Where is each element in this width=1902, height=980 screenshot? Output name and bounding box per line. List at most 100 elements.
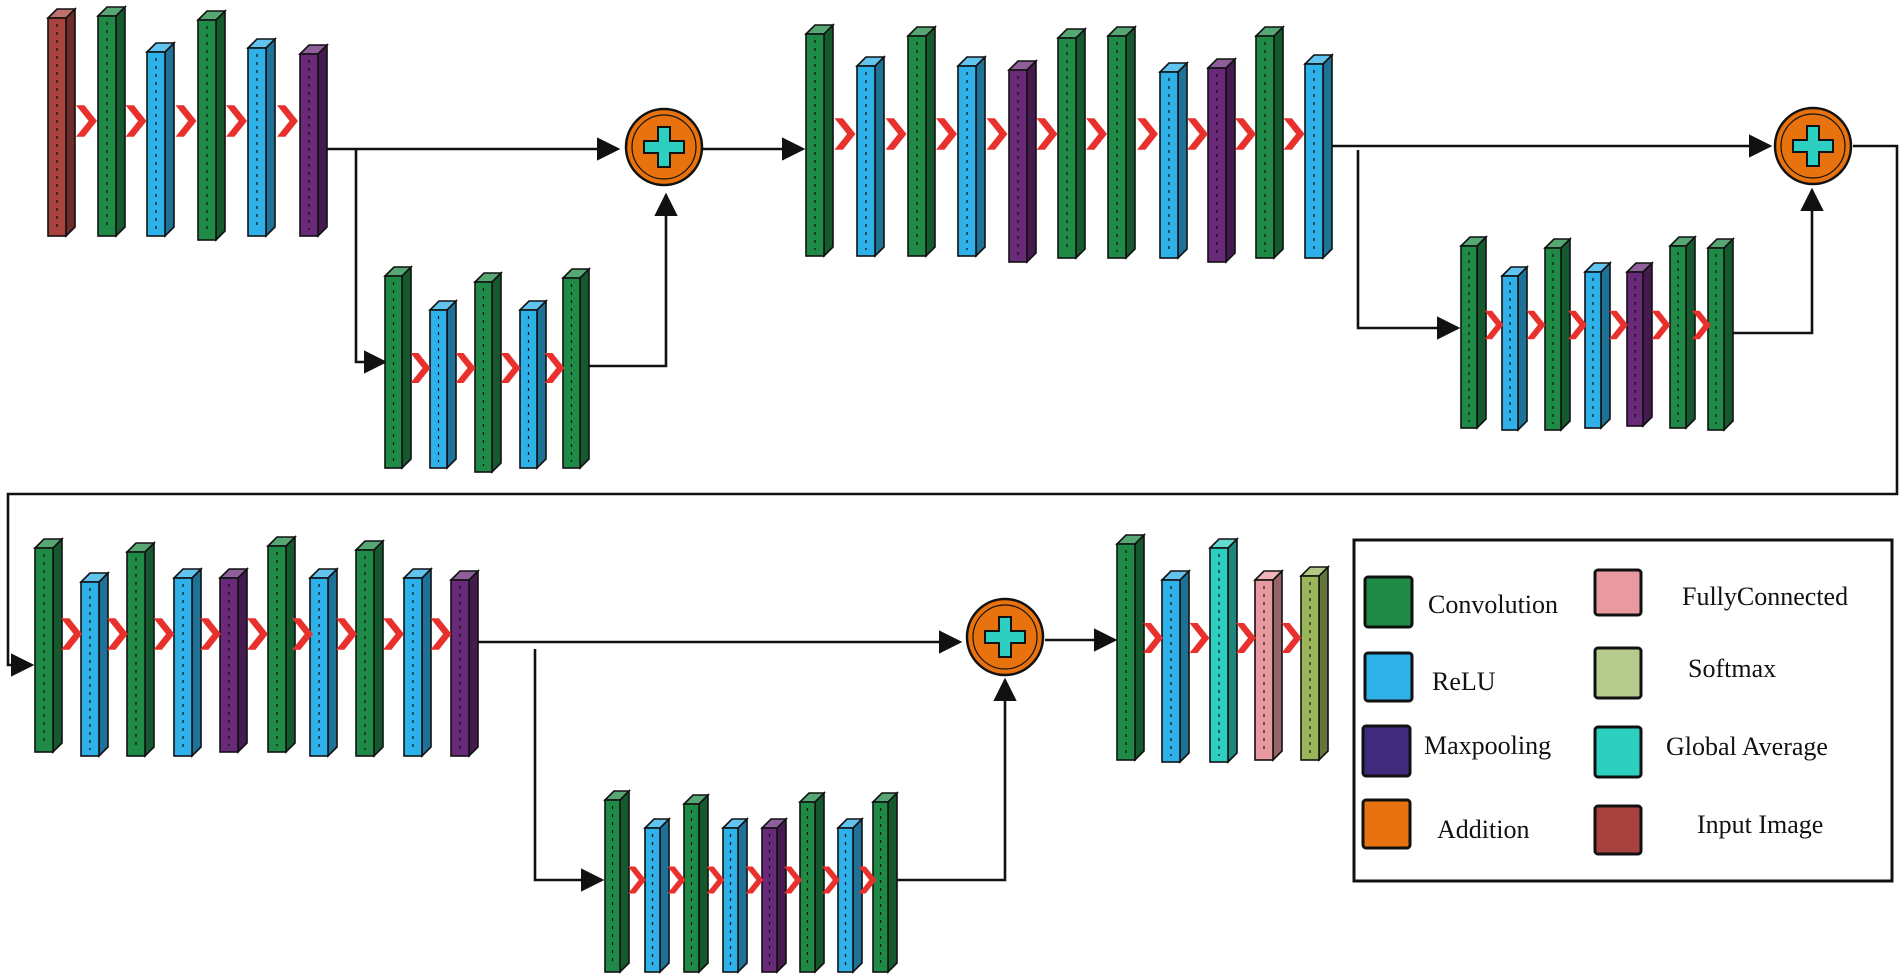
main1-layer-1-input-image-side: [65, 7, 76, 238]
chevron-right-icon: [1526, 310, 1546, 340]
output-layer-4-fully-connected-front: [1254, 579, 1274, 761]
main3-layer-8-convolution-side: [373, 539, 384, 758]
connector-skip2-to-add2: [1724, 187, 1824, 335]
skip3-layer-7-relu: [836, 817, 864, 974]
skip2-layer-2-relu-front: [1501, 275, 1519, 431]
chevron-right-icon: [1187, 118, 1208, 150]
legend-label-relu: ReLU: [1432, 667, 1496, 696]
legend-label-softmax: Softmax: [1688, 654, 1776, 683]
chevron-right-icon: [226, 105, 247, 137]
skip1-layer-4-relu: [518, 299, 548, 470]
main1-layer-5-relu-side: [265, 37, 276, 238]
chevron-right-icon: [500, 353, 521, 383]
skip1-layer-3-convolution: [473, 271, 503, 474]
skip2-layer-4-relu-side: [1600, 261, 1611, 430]
main3-layer-1-convolution: [33, 537, 64, 754]
output-layer-3-global-average-front: [1209, 547, 1229, 763]
legend-swatch-input-image: [1593, 804, 1643, 856]
main2-layer-11-relu-side: [1322, 53, 1333, 260]
chevron-right-icon: [1189, 623, 1210, 653]
skip3-layer-6-convolution-front: [799, 801, 816, 973]
output-layer-1-convolution: [1115, 533, 1146, 762]
main2-layer-6-convolution-side: [1075, 27, 1086, 260]
main1-layer-3-relu-front: [146, 51, 166, 237]
chevron-right-icon: [277, 105, 298, 137]
chevron-right-icon: [628, 866, 646, 894]
main2-layer-5-maxpooling: [1007, 59, 1038, 264]
chevron-right-icon: [175, 105, 197, 137]
chevron-right-icon: [1692, 310, 1711, 340]
skip3-layer-1-convolution: [603, 789, 631, 974]
connector-add2-to-main3: [6, 144, 1899, 677]
main2-layer-4-relu-side: [975, 55, 986, 258]
chevron-right-icon: [125, 105, 147, 137]
skip3-layer-3-convolution: [682, 793, 710, 974]
main1-layer-3-relu-side: [164, 41, 175, 238]
skip3-layer-8-convolution: [871, 791, 899, 974]
skip1-layer-5-convolution: [561, 267, 591, 470]
connector-skip3-to-add3: [896, 677, 1017, 882]
output-layer-2-relu-front: [1161, 579, 1181, 763]
chevron-right-icon: [834, 118, 856, 150]
chevron-right-icon: [745, 866, 764, 894]
skip3-layer-4-relu-side: [737, 817, 748, 974]
chevron-right-icon: [1609, 310, 1628, 340]
output-layer-5-softmax-side: [1318, 565, 1329, 762]
skip3-layer-5-maxpooling-side: [776, 817, 787, 974]
main2-layer-8-relu: [1158, 61, 1189, 260]
main3-layer-3-convolution-side: [144, 541, 155, 758]
main1-layer-6-maxpooling-side: [317, 43, 328, 238]
main3-layer-6-convolution-side: [285, 535, 296, 754]
chevron-right-icon: [1036, 118, 1058, 150]
main2-layer-4-relu: [956, 55, 987, 258]
output-layer-5-softmax: [1299, 565, 1330, 762]
chevron-right-icon: [667, 866, 686, 894]
main2-layer-7-convolution: [1106, 25, 1137, 260]
chevron-right-icon: [936, 118, 957, 150]
add-node-1: [624, 107, 704, 187]
chevron-right-icon: [430, 618, 452, 650]
connector-main2-to-skip2: [1356, 150, 1461, 340]
add-node-3: [965, 597, 1045, 677]
output-layer-3-global-average-side: [1227, 537, 1238, 764]
main2-layer-10-convolution-side: [1273, 25, 1284, 260]
legend-swatch-convolution: [1363, 575, 1414, 629]
chevron-right-icon: [1086, 118, 1107, 150]
legend-swatch-global-average: [1593, 725, 1643, 779]
plus-icon: [643, 126, 685, 168]
add-node-2-inner-ring: [1780, 113, 1846, 179]
connector-main3-to-skip3: [533, 649, 605, 892]
chevron-right-icon: [336, 618, 357, 650]
skip2-layer-3-convolution-side: [1560, 237, 1571, 432]
chevron-right-icon: [1236, 623, 1256, 653]
main3-layer-7-relu-side: [327, 567, 338, 758]
chevron-right-icon: [706, 866, 725, 894]
chevron-right-icon: [885, 118, 907, 150]
skip3-layer-7-relu-side: [852, 817, 863, 974]
chevron-right-icon: [822, 866, 840, 894]
skip2-layer-5-maxpooling: [1625, 261, 1654, 428]
connector-skip1-to-add1: [586, 192, 678, 368]
skip1-layer-4-relu-side: [536, 299, 547, 470]
output-layer-3-global-average: [1208, 537, 1239, 764]
main2-layer-6-convolution: [1056, 27, 1087, 260]
skip3-layer-8-convolution-side: [887, 791, 898, 974]
main2-layer-8-relu-front: [1159, 71, 1179, 259]
chevron-right-icon: [1283, 118, 1305, 150]
main1-layer-3-relu: [145, 41, 176, 238]
skip2-layer-7-convolution-front: [1707, 247, 1725, 431]
skip1-layer-2-relu-side: [446, 299, 457, 470]
skip3-layer-6-convolution: [798, 791, 826, 974]
legend-swatch-maxpooling: [1361, 724, 1412, 778]
add-node-3-inner-ring: [972, 604, 1038, 670]
legend-label-fully-connected: FullyConnected: [1682, 582, 1848, 611]
skip2-layer-7-convolution: [1706, 237, 1735, 432]
chevron-right-icon: [153, 618, 175, 650]
layer-blocks: [33, 5, 1853, 974]
main3-layer-4-relu-side: [191, 567, 202, 758]
main1-layer-4-convolution-side: [215, 9, 226, 242]
legend-label-global-average: Global Average: [1666, 732, 1828, 761]
main1-layer-2-convolution-side: [115, 5, 126, 238]
main2-layer-10-convolution: [1254, 25, 1285, 260]
